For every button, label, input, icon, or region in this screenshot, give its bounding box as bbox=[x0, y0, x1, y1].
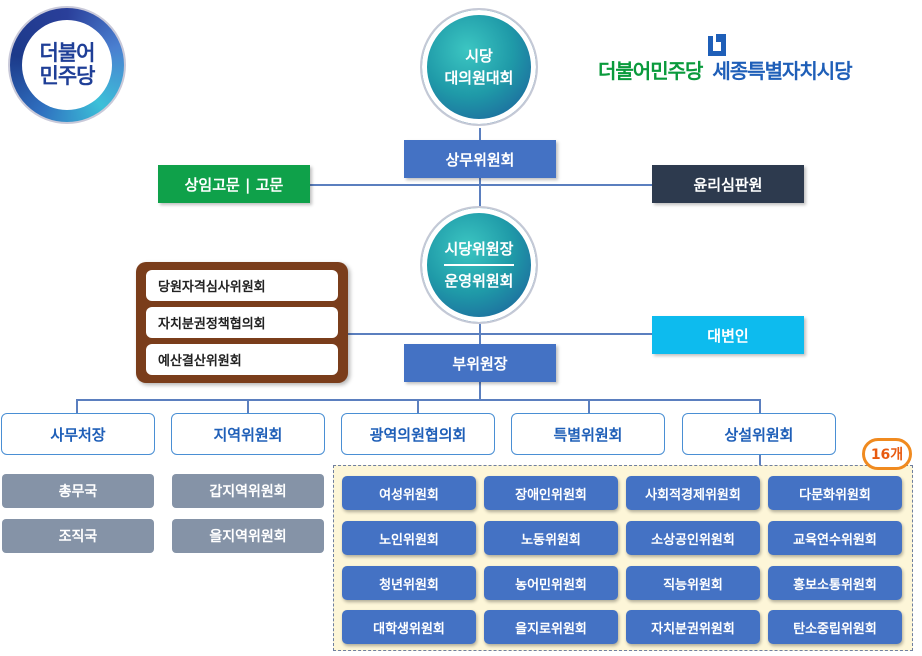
committee-cell: 장애인위원회 bbox=[484, 476, 618, 510]
advisors-box: 상임고문 | 고문 bbox=[158, 165, 310, 203]
committee-cell: 노인위원회 bbox=[342, 521, 476, 555]
committee-cell: 소상공인위원회 bbox=[626, 521, 760, 555]
committee-cell: 교육연수위원회 bbox=[768, 521, 902, 555]
convention-line1: 시당 bbox=[465, 47, 493, 65]
brand-title: 더불어민주당 세종특별자치시당 bbox=[592, 30, 898, 90]
chair-divider bbox=[444, 264, 514, 266]
committee-cell: 탄소중립위원회 bbox=[768, 610, 902, 644]
committee-cell: 자치분권위원회 bbox=[626, 610, 760, 644]
chair-bottom: 운영위원회 bbox=[444, 272, 514, 290]
committee-cell: 사회적경제위원회 bbox=[626, 476, 760, 510]
committee-cell: 을지로위원회 bbox=[484, 610, 618, 644]
budget-committee: 예산결산위원회 bbox=[146, 344, 338, 375]
committee-cell: 여성위원회 bbox=[342, 476, 476, 510]
vice-chair-box: 부위원장 bbox=[404, 344, 556, 382]
committee-cell: 대학생위원회 bbox=[342, 610, 476, 644]
regional-committee-eul: 을지역위원회 bbox=[172, 519, 324, 553]
connector-dept-5 bbox=[759, 399, 761, 413]
dept-special-committee: 특별위원회 bbox=[511, 413, 665, 455]
connector-advisors-ethics bbox=[308, 184, 654, 186]
dept-regional-committee: 지역위원회 bbox=[171, 413, 325, 455]
logo-line2: 민주당 bbox=[39, 64, 96, 88]
spokesperson-box: 대변인 bbox=[652, 316, 804, 354]
dept-secretary-general: 사무처장 bbox=[1, 413, 155, 455]
organization-bureau: 조직국 bbox=[2, 519, 154, 553]
convention-line2: 대의원대회 bbox=[444, 69, 514, 87]
connector-vice-down bbox=[479, 382, 481, 400]
committee-count-badge: 16개 bbox=[862, 438, 912, 470]
connector-committees-spokesperson bbox=[346, 333, 654, 335]
connector-dept-4 bbox=[588, 399, 590, 413]
committee-cell: 다문화위원회 bbox=[768, 476, 902, 510]
committee-cell: 청년위원회 bbox=[342, 566, 476, 600]
decentralization-council: 자치분권정책협의회 bbox=[146, 307, 338, 338]
committee-cell: 노동위원회 bbox=[484, 521, 618, 555]
executive-committee-box: 상무위원회 bbox=[404, 140, 556, 178]
regional-committee-gap: 갑지역위원회 bbox=[172, 474, 324, 508]
delegates-convention-circle: 시당 대의원대회 bbox=[420, 8, 538, 126]
committee-cell: 홍보소통위원회 bbox=[768, 566, 902, 600]
membership-review-committee: 당원자격심사위원회 bbox=[146, 270, 338, 301]
brand-mark-icon bbox=[708, 34, 726, 56]
connector-dept-1 bbox=[76, 399, 78, 413]
connector-dept-2 bbox=[247, 399, 249, 413]
logo-line1: 더불어 bbox=[39, 41, 96, 65]
party-logo-text: 더불어 민주당 bbox=[22, 20, 112, 110]
brand-party: 더불어민주당 bbox=[598, 59, 703, 83]
committee-cell: 농어민위원회 bbox=[484, 566, 618, 600]
chair-circle: 시당위원장 운영위원회 bbox=[420, 206, 538, 324]
connector-dept-3 bbox=[417, 399, 419, 413]
general-affairs-bureau: 총무국 bbox=[2, 474, 154, 508]
connector-standing-panel bbox=[759, 454, 761, 466]
ethics-tribunal-box: 윤리심판원 bbox=[652, 165, 804, 203]
dept-metro-council: 광역의원협의회 bbox=[341, 413, 495, 455]
brand-city: 세종특별자치시당 bbox=[712, 59, 852, 83]
dept-standing-committee: 상설위원회 bbox=[682, 413, 836, 455]
committee-cell: 직능위원회 bbox=[626, 566, 760, 600]
chair-top: 시당위원장 bbox=[444, 240, 514, 258]
